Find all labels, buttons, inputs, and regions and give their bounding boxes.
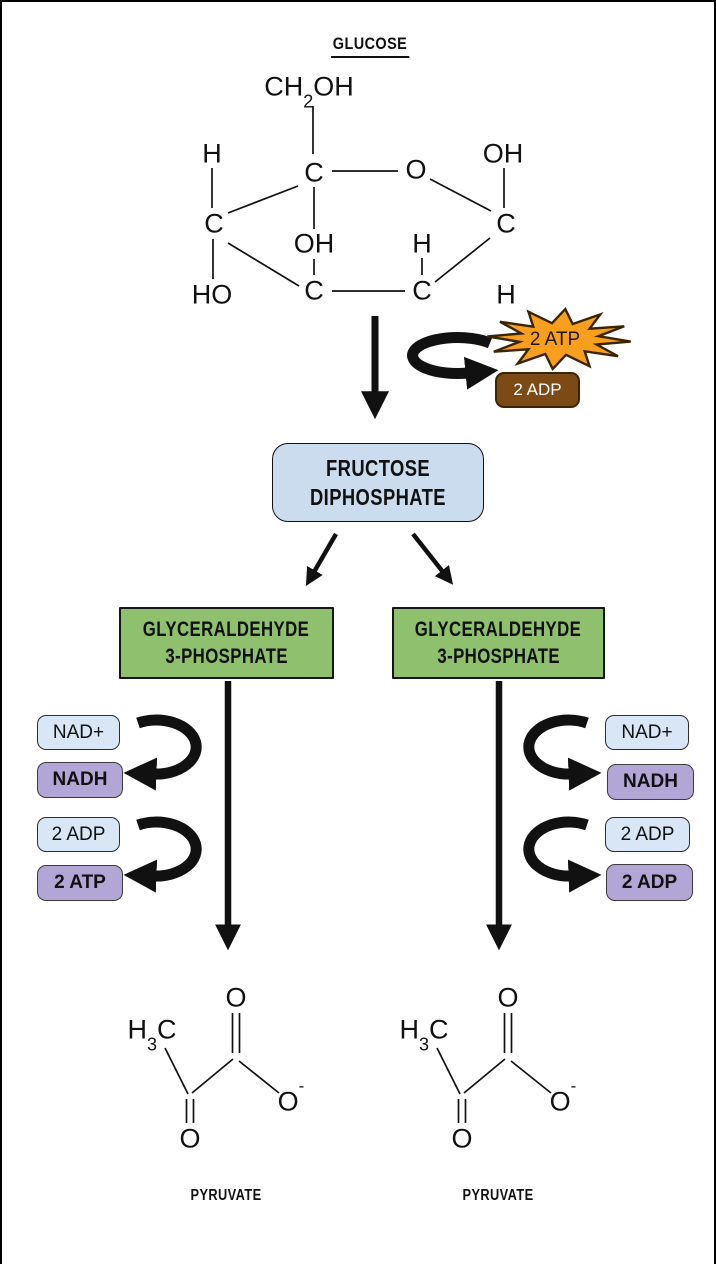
pyruvate-left-o-top: O bbox=[225, 982, 247, 1013]
nad-plus-pill-left: NAD+ bbox=[37, 715, 120, 750]
pyruvate-bonds-left bbox=[164, 1013, 280, 1123]
arrow-fructose-to-g3p-left bbox=[305, 532, 338, 587]
h3c-sub: 3 bbox=[418, 1034, 430, 1055]
arrow-nad-cycle-left bbox=[123, 714, 202, 791]
pyruvate-right-o-top: O bbox=[497, 982, 519, 1013]
atom-c-right: C bbox=[496, 208, 516, 239]
atp-star-label: 2 ATP bbox=[529, 329, 581, 350]
pyruvate-label-right: PYRUVATE bbox=[462, 1187, 534, 1204]
nadh-pill-right: NADH bbox=[607, 764, 694, 800]
pyruvate-right-h3c: H3C bbox=[399, 1014, 449, 1054]
atom-c-bottom-right: C bbox=[412, 275, 432, 306]
atom-c-bottom-middle: C bbox=[304, 275, 324, 306]
adp-pill-left: 2 ADP bbox=[37, 817, 120, 852]
atp-pill-left: 2 ATP bbox=[37, 865, 123, 901]
pyruvate-left-o-bottom: O bbox=[179, 1123, 201, 1154]
h3c-pre: H bbox=[127, 1014, 147, 1045]
nad-plus-pill-right: NAD+ bbox=[605, 715, 689, 750]
fructose-line2: DIPHOSPHATE bbox=[310, 483, 446, 510]
glucose-ch2oh-label: CH2OH bbox=[264, 71, 354, 111]
fructose-diphosphate-box: FRUCTOSE DIPHOSPHATE bbox=[272, 443, 484, 522]
ch2oh-post: OH bbox=[313, 71, 354, 102]
nadh-pill-left: NADH bbox=[37, 762, 123, 798]
h3c-pre: H bbox=[399, 1014, 419, 1045]
arrow-nad-cycle-right bbox=[523, 714, 602, 791]
o-minus-sup: - bbox=[298, 1076, 305, 1096]
g3p-left-line1: GLYCERALDEHYDE bbox=[143, 618, 310, 641]
arrow-adp-cycle-left bbox=[123, 816, 202, 893]
pyruvate-right-o-bottom: O bbox=[451, 1123, 473, 1154]
glucose-ring-bonds bbox=[211, 106, 505, 292]
atom-ho-bottom-left: HO bbox=[191, 279, 233, 310]
o-minus-sup: - bbox=[570, 1076, 577, 1096]
arrow-fructose-to-g3p-right bbox=[411, 532, 454, 585]
adp-out-pill-right: 2 ADP bbox=[606, 864, 693, 901]
adp-pill-right: 2 ADP bbox=[605, 817, 690, 852]
glucose-title: GLUCOSE bbox=[331, 34, 409, 58]
ch2oh-sub: 2 bbox=[303, 91, 314, 112]
o-minus-base: O bbox=[277, 1086, 299, 1117]
o-minus-base: O bbox=[549, 1086, 571, 1117]
pyruvate-right-o-minus: O- bbox=[549, 1078, 577, 1117]
atom-h-top-left: H bbox=[202, 138, 222, 169]
g3p-left-line2: 3-PHOSPHATE bbox=[165, 645, 288, 668]
atom-c-top: C bbox=[304, 157, 324, 188]
h3c-post: C bbox=[429, 1014, 449, 1045]
atom-oh-top-right: OH bbox=[482, 138, 524, 169]
atom-c-left: C bbox=[204, 208, 224, 239]
ch2oh-pre: CH bbox=[264, 71, 304, 102]
pyruvate-left-h3c: H3C bbox=[127, 1014, 177, 1054]
h3c-sub: 3 bbox=[146, 1034, 158, 1055]
arrow-adp-cycle-right bbox=[523, 816, 602, 893]
atom-o-ring: O bbox=[405, 154, 427, 185]
pyruvate-label-left: PYRUVATE bbox=[190, 1187, 262, 1204]
h3c-post: C bbox=[157, 1014, 177, 1045]
adp-box: 2 ADP bbox=[495, 372, 580, 408]
atom-h-bottom-right: H bbox=[496, 279, 516, 310]
fructose-line1: FRUCTOSE bbox=[325, 454, 431, 481]
pyruvate-bonds-right bbox=[436, 1013, 552, 1123]
atom-oh-middle: OH bbox=[293, 228, 335, 259]
pyruvate-left-o-minus: O- bbox=[277, 1078, 305, 1117]
arrow-atp-to-adp bbox=[407, 332, 499, 390]
g3p-right-line2: 3-PHOSPHATE bbox=[437, 645, 560, 668]
g3p-right-line1: GLYCERALDEHYDE bbox=[415, 618, 582, 641]
atom-h-middle: H bbox=[412, 228, 432, 259]
g3p-box-right: GLYCERALDEHYDE 3-PHOSPHATE bbox=[392, 607, 605, 679]
g3p-box-left: GLYCERALDEHYDE 3-PHOSPHATE bbox=[119, 607, 334, 679]
